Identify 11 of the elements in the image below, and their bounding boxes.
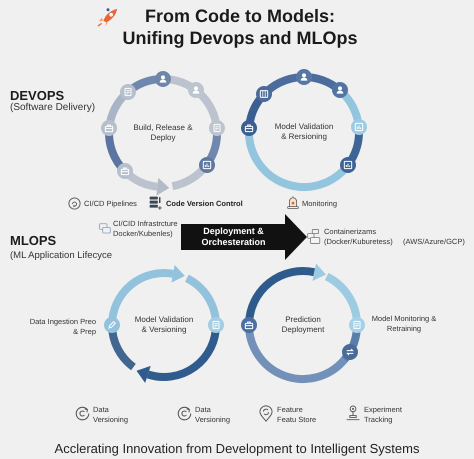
section-heading: DEVOPS <box>10 88 64 103</box>
stage-label: Model Validation & Versioning <box>134 315 194 335</box>
section-subtitle: (ML Application Lifecyce <box>10 250 112 261</box>
section-heading: MLOPS <box>10 233 56 248</box>
stage-label: Model Validation & Rersioning <box>274 122 334 142</box>
section-subtitle: (Software Delivery) <box>10 102 96 114</box>
edge-label: Deployment & Orchesteration <box>200 226 267 248</box>
stage-label: Prediction Deployment <box>280 315 326 335</box>
diagram-title: From Code to Models: Unifing Devops and MLOps <box>121 5 358 49</box>
stage-label: Build, Release & Deploy <box>132 123 194 143</box>
diagram-caption: Acclerating Innovation from Development to Intelligent Systems <box>54 441 420 457</box>
